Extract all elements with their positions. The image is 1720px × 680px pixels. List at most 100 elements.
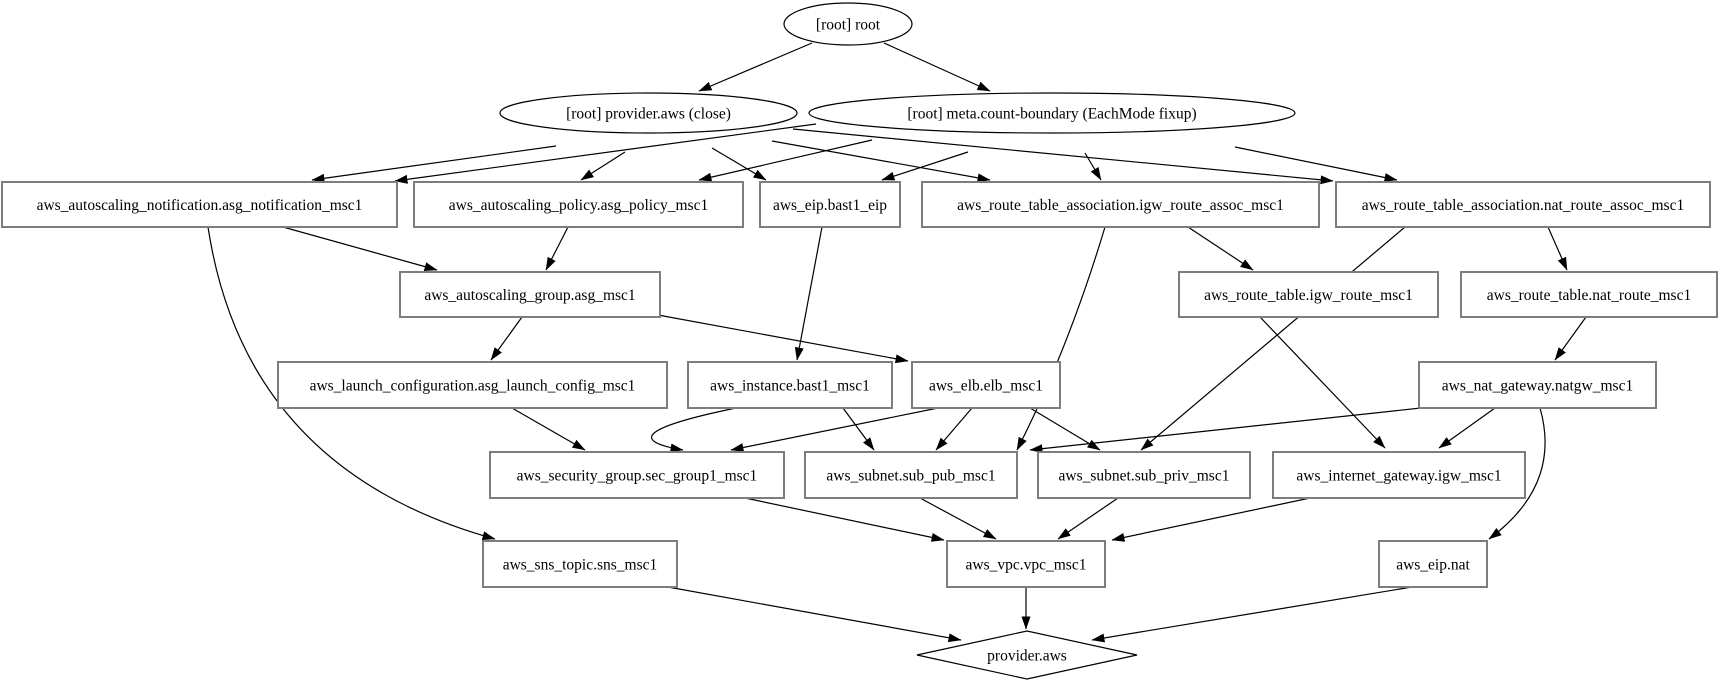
vpc-box-shape [946, 540, 1106, 588]
nat-route-assoc-box-shape [1335, 181, 1711, 228]
node-eip-nat: aws_eip.nat [1378, 540, 1488, 588]
node-subnet-priv: aws_subnet.sub_priv_msc1 [1037, 451, 1251, 499]
root-ellipse-shape [783, 2, 913, 46]
edge-bast1-eip-to-bast1-instance [794, 226, 823, 361]
node-igw-route-table: aws_route_table.igw_route_msc1 [1178, 271, 1439, 318]
node-internet-gateway: aws_internet_gateway.igw_msc1 [1272, 451, 1526, 499]
node-asg-notification: aws_autoscaling_notification.asg_notific… [1, 181, 398, 228]
node-provider-aws: provider.aws [916, 630, 1138, 680]
provider-aws-diamond-shape [916, 630, 1138, 680]
edge-nat-gateway-to-internet-gateway [1438, 407, 1496, 449]
edge-elb-to-subnet-pub [935, 407, 973, 451]
edge-asg-notification-to-sns-topic [207, 226, 496, 541]
edge-provider-close-to-bast1-eip [711, 147, 767, 181]
edge-launch-config-to-security-group [511, 407, 586, 451]
edges-layer [207, 42, 1587, 643]
node-subnet-pub: aws_subnet.sub_pub_msc1 [804, 451, 1018, 499]
edge-asg-notification-to-asg-group [282, 226, 438, 271]
edge-nat-route-table-to-nat-gateway [1554, 316, 1587, 361]
edge-elb-to-security-group [730, 407, 939, 452]
bast1-instance-label: aws_instance.bast1_msc1 [710, 378, 870, 395]
elb-label: aws_elb.elb_msc1 [929, 378, 1043, 395]
edge-meta-boundary-to-igw-route-assoc [1084, 152, 1102, 181]
edge-eip-nat-to-provider-aws [1091, 586, 1413, 643]
edge-nat-gateway-to-subnet-pub [1029, 407, 1422, 454]
asg-group-label: aws_autoscaling_group.asg_msc1 [424, 287, 635, 304]
vpc-label: aws_vpc.vpc_msc1 [966, 557, 1087, 574]
edge-subnet-pub-to-vpc [919, 497, 997, 540]
node-elb: aws_elb.elb_msc1 [911, 361, 1061, 409]
bast1-eip-box-shape [759, 181, 901, 228]
edge-meta-boundary-to-nat-route-assoc [1234, 146, 1398, 182]
edge-meta-boundary-to-asg-policy [698, 139, 873, 182]
eip-nat-box-shape [1378, 540, 1488, 588]
edge-nat-route-assoc-to-subnet-priv [1140, 226, 1406, 451]
asg-notification-box-shape [1, 181, 398, 228]
nat-route-table-label: aws_route_table.nat_route_msc1 [1487, 287, 1691, 304]
node-sns-topic: aws_sns_topic.sns_msc1 [482, 540, 678, 588]
igw-route-assoc-label: aws_route_table_association.igw_route_as… [957, 197, 1284, 214]
edge-bast1-instance-to-security-group [651, 407, 737, 453]
node-nat-gateway: aws_nat_gateway.natgw_msc1 [1418, 361, 1657, 409]
node-security-group: aws_security_group.sec_group1_msc1 [489, 451, 785, 499]
edge-provider-close-to-igw-route-assoc [771, 140, 991, 183]
edge-root-to-provider-close [698, 42, 813, 92]
edge-asg-policy-to-asg-group [545, 226, 569, 271]
nat-gateway-box-shape [1418, 361, 1657, 409]
edge-igw-route-assoc-to-subnet-pub [1016, 226, 1106, 451]
node-meta-boundary: [root] meta.count-boundary (EachMode fix… [808, 92, 1296, 134]
asg-group-box-shape [399, 271, 661, 318]
igw-route-table-label: aws_route_table.igw_route_msc1 [1204, 287, 1413, 304]
root-label: [root] root [816, 17, 881, 34]
edge-elb-to-subnet-priv [1029, 407, 1101, 451]
edge-igw-route-assoc-to-igw-route-table [1187, 226, 1254, 271]
edge-security-group-to-vpc [744, 497, 945, 542]
security-group-box-shape [489, 451, 785, 499]
edge-asg-group-to-launch-config [490, 316, 523, 361]
subnet-pub-label: aws_subnet.sub_pub_msc1 [826, 468, 995, 485]
bast1-eip-label: aws_eip.bast1_eip [773, 197, 887, 214]
edge-sns-topic-to-provider-aws [667, 586, 962, 643]
igw-route-assoc-box-shape [921, 181, 1320, 228]
node-provider-close: [root] provider.aws (close) [499, 92, 798, 134]
node-launch-config: aws_launch_configuration.asg_launch_conf… [277, 361, 668, 409]
node-igw-route-assoc: aws_route_table_association.igw_route_as… [921, 181, 1320, 228]
subnet-priv-label: aws_subnet.sub_priv_msc1 [1059, 468, 1230, 485]
nat-route-table-box-shape [1460, 271, 1718, 318]
node-bast1-eip: aws_eip.bast1_eip [759, 181, 901, 228]
asg-policy-label: aws_autoscaling_policy.asg_policy_msc1 [449, 197, 708, 214]
elb-box-shape [911, 361, 1061, 409]
internet-gateway-box-shape [1272, 451, 1526, 499]
nat-route-assoc-label: aws_route_table_association.nat_route_as… [1362, 197, 1684, 214]
node-vpc: aws_vpc.vpc_msc1 [946, 540, 1106, 588]
sns-topic-label: aws_sns_topic.sns_msc1 [503, 557, 658, 574]
subnet-priv-box-shape [1037, 451, 1251, 499]
security-group-label: aws_security_group.sec_group1_msc1 [517, 468, 758, 485]
edge-nat-route-assoc-to-nat-route-table [1547, 226, 1568, 271]
asg-policy-box-shape [413, 181, 744, 228]
node-bast1-instance: aws_instance.bast1_msc1 [687, 361, 893, 409]
launch-config-box-shape [277, 361, 668, 409]
nat-gateway-label: aws_nat_gateway.natgw_msc1 [1442, 378, 1633, 395]
node-asg-policy: aws_autoscaling_policy.asg_policy_msc1 [413, 181, 744, 228]
internet-gateway-label: aws_internet_gateway.igw_msc1 [1296, 468, 1501, 485]
node-nat-route-assoc: aws_route_table_association.nat_route_as… [1335, 181, 1711, 228]
edge-asg-group-to-elb [657, 314, 909, 364]
node-asg-group: aws_autoscaling_group.asg_msc1 [399, 271, 661, 318]
provider-aws-label: provider.aws [987, 648, 1067, 665]
edge-provider-close-to-asg-policy [580, 151, 626, 181]
edge-nat-gateway-to-eip-nat [1488, 407, 1546, 540]
meta-boundary-label: [root] meta.count-boundary (EachMode fix… [907, 106, 1196, 123]
node-nat-route-table: aws_route_table.nat_route_msc1 [1460, 271, 1718, 318]
eip-nat-label: aws_eip.nat [1396, 557, 1470, 574]
igw-route-table-box-shape [1178, 271, 1439, 318]
edge-bast1-instance-to-subnet-pub [842, 407, 875, 451]
sns-topic-box-shape [482, 540, 678, 588]
edge-provider-close-to-asg-notification [311, 145, 557, 183]
edge-provider-close-to-nat-route-assoc [792, 128, 1334, 185]
asg-notification-label: aws_autoscaling_notification.asg_notific… [37, 197, 363, 214]
meta-boundary-ellipse-shape [808, 92, 1296, 134]
